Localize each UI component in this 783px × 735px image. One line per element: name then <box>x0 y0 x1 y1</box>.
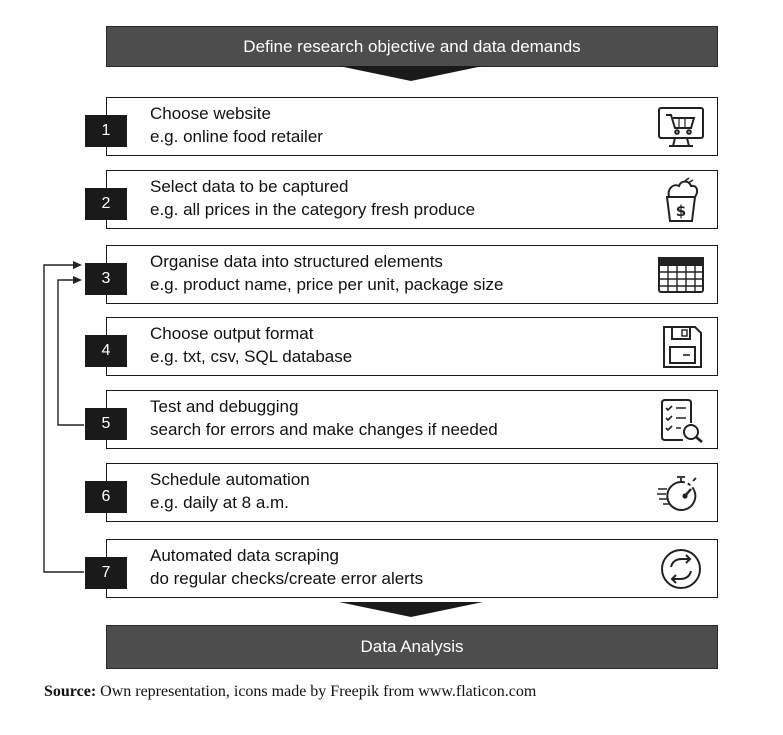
step-4: 4 Choose output format e.g. txt, csv, SQ… <box>85 317 718 376</box>
step-number: 5 <box>85 408 127 440</box>
step-title: Test and debugging <box>150 397 299 416</box>
source-label: Source: <box>44 683 97 700</box>
step-3: 3 Organise data into structured elements… <box>85 245 718 304</box>
step-title: Select data to be captured <box>150 177 349 196</box>
grocery-bag-dollar-icon: $ <box>655 177 707 223</box>
step-detail: e.g. daily at 8 a.m. <box>150 493 289 512</box>
svg-text:$: $ <box>676 202 686 220</box>
step-detail: e.g. product name, price per unit, packa… <box>150 275 504 294</box>
refresh-cycle-icon <box>655 546 707 592</box>
step-detail: do regular checks/create error alerts <box>150 569 424 588</box>
step-title: Choose website <box>150 104 271 123</box>
step-title: Automated data scraping <box>150 546 340 565</box>
step-title: Choose output format <box>150 324 314 343</box>
down-arrow-icon <box>339 66 483 81</box>
source-text: Own representation, icons made by Freepi… <box>96 683 537 700</box>
step-number: 2 <box>85 188 127 220</box>
stopwatch-icon <box>655 470 707 516</box>
step-number: 3 <box>85 263 127 295</box>
shopping-cart-monitor-icon <box>655 104 707 150</box>
step-number: 6 <box>85 481 127 513</box>
step-2: 2 Select data to be captured e.g. all pr… <box>85 170 718 229</box>
step-number: 1 <box>85 115 127 147</box>
step-number: 4 <box>85 335 127 367</box>
step-6: 6 Schedule automation e.g. daily at 8 a.… <box>85 463 718 522</box>
step-title: Organise data into structured elements <box>150 252 443 271</box>
table-grid-icon <box>655 252 707 298</box>
step-7: 7 Automated data scraping do regular che… <box>85 539 718 598</box>
down-arrow-icon <box>339 602 483 617</box>
step-detail: e.g. all prices in the category fresh pr… <box>150 200 476 219</box>
step-5: 5 Test and debugging search for errors a… <box>85 390 718 449</box>
checklist-search-icon <box>655 397 707 443</box>
step-detail: search for errors and make changes if ne… <box>150 420 498 439</box>
source-caption: Source: Own representation, icons made b… <box>44 683 744 701</box>
step-detail: e.g. txt, csv, SQL database <box>150 347 353 366</box>
objective-banner: Define research objective and data deman… <box>106 26 718 67</box>
step-1: 1 Choose website e.g. online food retail… <box>85 97 718 156</box>
step-title: Schedule automation <box>150 470 310 489</box>
floppy-disk-icon <box>655 324 707 370</box>
step-detail: e.g. online food retailer <box>150 127 323 146</box>
step-number: 7 <box>85 557 127 589</box>
analysis-banner: Data Analysis <box>106 625 718 669</box>
